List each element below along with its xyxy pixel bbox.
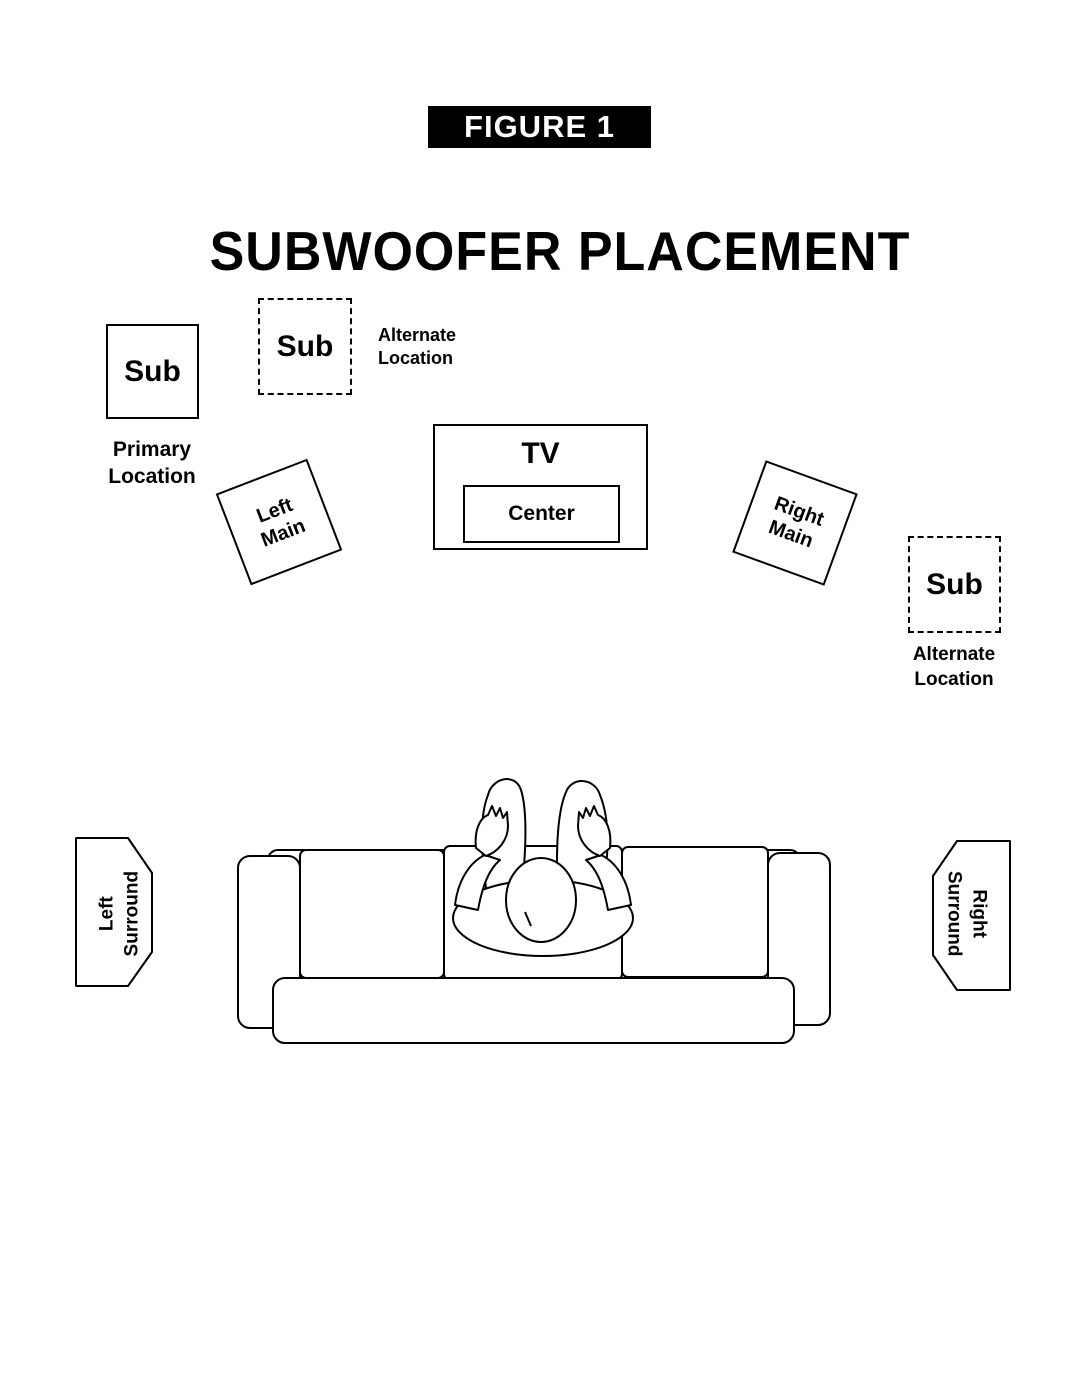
primary-caption-line1: Primary xyxy=(112,438,192,461)
diagram-title: SUBWOOFER PLACEMENT xyxy=(209,221,911,283)
subwoofer-alternate-right-label: Sub xyxy=(926,567,983,601)
tv-label: TV xyxy=(521,437,560,470)
subwoofer-primary-label: Sub xyxy=(124,354,181,388)
right-surround-speaker xyxy=(932,840,1011,991)
tv: TV Center xyxy=(433,424,648,550)
head xyxy=(505,857,577,943)
figure-label: FIGURE 1 xyxy=(428,106,651,148)
person xyxy=(452,778,634,957)
left-surround-speaker xyxy=(75,837,153,987)
sofa-left-back-cushion xyxy=(299,849,445,979)
subwoofer-alternate-top-label: Sub xyxy=(276,329,334,363)
ear xyxy=(524,911,532,927)
center-speaker: Center xyxy=(463,485,620,543)
alternate-location-right-caption: Alternate Location xyxy=(890,643,1018,692)
primary-caption-line2: Location xyxy=(108,465,196,489)
alt-right-caption-line1: Alternate xyxy=(912,644,996,665)
alt-right-caption-line2: Location xyxy=(914,668,994,690)
subwoofer-primary: Sub xyxy=(106,324,199,419)
right-surround-label: Right Surround xyxy=(941,854,990,974)
alt-top-caption-line1: Alternate xyxy=(378,325,457,345)
right-hand xyxy=(577,805,612,857)
right-surround-line2: Surround xyxy=(944,870,965,957)
sofa-right-back-cushion xyxy=(621,846,769,978)
sofa-seat-front xyxy=(272,977,795,1044)
alternate-location-top-caption: Alternate Location xyxy=(378,324,456,371)
right-surround-line1: Right xyxy=(968,889,990,938)
subwoofer-alternate-top: Sub xyxy=(258,298,352,395)
primary-location-caption: Primary Location xyxy=(90,436,214,491)
left-surround-label: Left Surround xyxy=(95,854,144,974)
left-surround-line2: Surround xyxy=(121,870,142,957)
left-arm xyxy=(454,854,501,911)
right-arm xyxy=(585,854,632,911)
center-speaker-label: Center xyxy=(508,502,575,526)
subwoofer-alternate-right: Sub xyxy=(908,536,1001,633)
alt-top-caption-line2: Location xyxy=(378,348,453,369)
left-surround-line1: Left xyxy=(96,896,118,932)
left-hand xyxy=(474,805,509,857)
